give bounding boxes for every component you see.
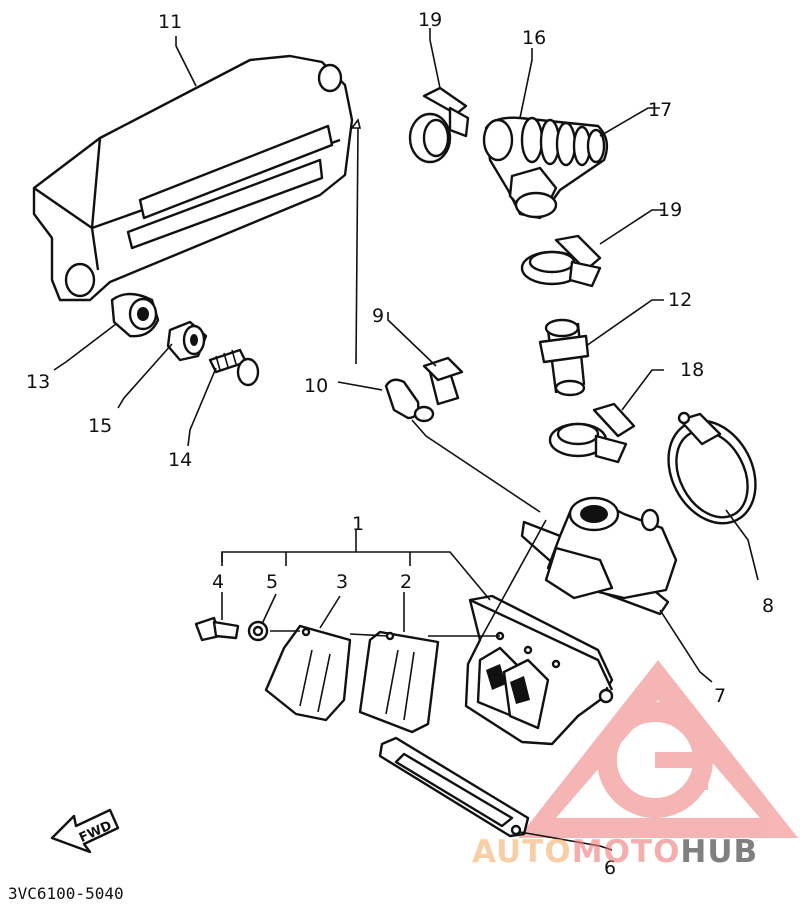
part-16-17-intake-boot [482, 116, 609, 220]
label-17: 17 [648, 99, 672, 121]
part-10-clip [384, 378, 435, 423]
part-18-clamp [548, 402, 636, 464]
label-6: 6 [604, 857, 616, 879]
label-14: 14 [168, 449, 192, 471]
label-2: 2 [400, 571, 412, 593]
part-11-airbox-cover [32, 54, 362, 302]
part-8-band-clamp [667, 411, 757, 525]
watermark-part3: HUB [680, 834, 758, 870]
part-13-grommet [110, 292, 160, 338]
part-2-reed-plate [358, 630, 440, 734]
label-11: 11 [158, 11, 182, 33]
label-18: 18 [680, 359, 704, 381]
watermark-logo [518, 660, 798, 838]
part-12-joint-pipe [538, 318, 590, 397]
label-5: 5 [266, 571, 278, 593]
part-6-gasket [378, 736, 530, 838]
label-10: 10 [304, 375, 328, 397]
part-3-reed-stopper [264, 624, 352, 722]
label-19-lower: 19 [658, 199, 682, 221]
label-15: 15 [88, 415, 112, 437]
label-7: 7 [714, 685, 726, 707]
label-4: 4 [212, 571, 224, 593]
svg-text:AUTOMOTOHUB: AUTOMOTOHUB [472, 834, 758, 870]
label-16: 16 [522, 27, 546, 49]
leader-lines [53, 28, 759, 851]
part-4-screw [194, 616, 240, 642]
label-13: 13 [26, 371, 50, 393]
forward-arrow-icon: FWD [50, 808, 120, 854]
watermark-part2: MOTO [572, 834, 681, 870]
part-19-clamp-lower [520, 234, 602, 288]
label-3: 3 [336, 571, 348, 593]
diagram-code: 3VC6100-5040 [8, 884, 124, 903]
part-9-screw [422, 356, 464, 406]
watermark-part1: AUTO [472, 834, 572, 870]
part-5-washer [247, 620, 269, 642]
label-12: 12 [668, 289, 692, 311]
part-1-reed-valve-block [464, 594, 614, 746]
part-19-clamp-upper [408, 86, 470, 164]
label-19-upper: 19 [418, 9, 442, 31]
part-7-manifold [520, 496, 678, 616]
part-15-collar [166, 320, 208, 362]
label-1: 1 [352, 513, 364, 535]
watermark-text: AUTOMOTOHUB [472, 834, 758, 870]
part-labels: 11 19 16 17 19 12 18 9 10 13 15 14 1 4 5… [26, 9, 774, 879]
label-8: 8 [762, 595, 774, 617]
part-14-screw [208, 348, 260, 387]
label-9: 9 [372, 305, 384, 327]
